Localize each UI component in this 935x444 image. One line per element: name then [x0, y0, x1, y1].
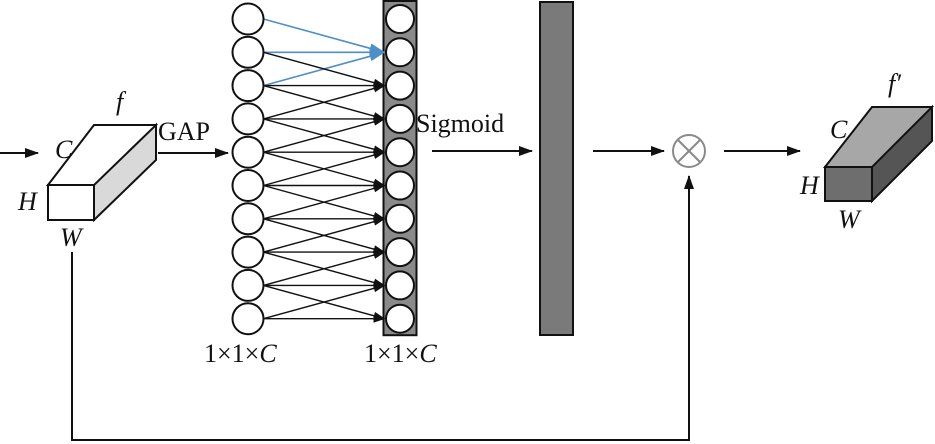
right-neuron	[385, 203, 415, 234]
circle-times-icon	[672, 134, 706, 168]
fc-edge	[263, 251, 386, 287]
fc-edge	[263, 218, 386, 254]
left-neuron	[231, 135, 265, 169]
output-tensor-front	[824, 166, 873, 202]
right-neuron	[385, 4, 415, 34]
right-neuron	[385, 170, 415, 201]
output-channel-label: C	[830, 115, 848, 144]
left-neuron	[231, 235, 265, 269]
right-neuron	[385, 37, 415, 68]
right-layer-size: 1×1×C	[364, 339, 437, 368]
right-neuron	[385, 270, 415, 301]
right-neuron	[385, 70, 415, 101]
attention-weight-bar	[539, 1, 574, 336]
right-neuron	[385, 303, 415, 334]
highlight-edge	[263, 18, 386, 54]
left-neuron	[231, 169, 265, 202]
output-tensor-name: f′	[888, 69, 901, 98]
fc-edge	[263, 284, 386, 320]
skip-connection	[71, 175, 694, 441]
right-neuron	[385, 237, 415, 268]
output-height-label: H	[799, 171, 820, 200]
left-layer-size-prefix: 1×1×	[204, 339, 259, 368]
fully-connected-layers	[231, 0, 418, 337]
gap-label: GAP	[158, 117, 210, 146]
input-channel-label: C	[55, 135, 73, 164]
output-width-label: W	[838, 205, 862, 234]
output-tensor	[822, 104, 935, 204]
fc-edge	[263, 184, 386, 220]
right-neuron	[385, 137, 415, 168]
left-neuron	[231, 2, 265, 36]
left-neuron	[231, 268, 265, 302]
input-tensor-front	[47, 184, 95, 221]
fc-edge	[263, 151, 386, 187]
input-tensor	[45, 122, 159, 223]
left-neuron	[231, 69, 265, 103]
left-neuron	[231, 202, 265, 236]
right-layer-size-var: C	[419, 339, 437, 368]
left-neuron	[231, 302, 265, 336]
input-height-label: H	[17, 187, 38, 216]
left-neuron	[231, 35, 265, 69]
right-neuron	[385, 103, 415, 134]
input-tensor-name: f	[116, 87, 127, 116]
fc-edge	[263, 84, 386, 120]
fc-edge	[263, 118, 386, 154]
left-layer-size-var: C	[259, 339, 277, 368]
sigmoid-label: Sigmoid	[416, 109, 504, 138]
left-layer-size: 1×1×C	[204, 339, 277, 368]
fc-connections	[263, 18, 386, 323]
input-width-label: W	[60, 223, 84, 252]
fc-edge	[263, 51, 386, 87]
left-neuron	[231, 102, 265, 136]
right-layer-size-prefix: 1×1×	[364, 339, 419, 368]
